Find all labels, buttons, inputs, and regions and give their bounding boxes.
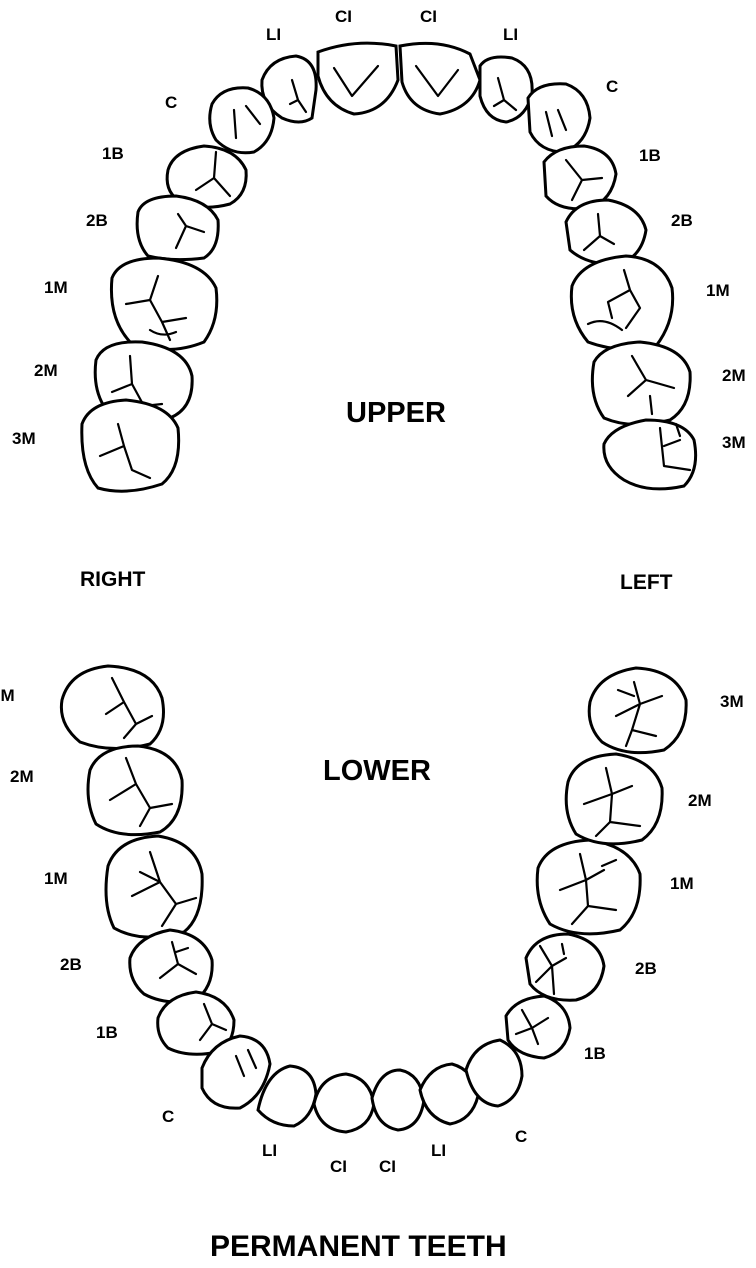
label-upper-right-ci: CI [335, 7, 352, 26]
tooth-lower-right-first-molar [104, 834, 204, 939]
tooth-lower-right-canine [200, 1034, 272, 1110]
right-side-label: RIGHT [80, 568, 146, 591]
tooth-upper-right-second-premolar [135, 194, 220, 262]
tooth-lower-left-third-molar [587, 666, 688, 755]
label-upper-right-c: C [165, 93, 178, 112]
label-lower-left-ci: CI [379, 1157, 396, 1176]
tooth-lower-left-second-premolar [524, 932, 606, 1002]
tooth-upper-right-third-molar [80, 398, 181, 493]
tooth-upper-left-canine [526, 82, 592, 154]
tooth-lower-right-central-incisor [312, 1072, 376, 1134]
label-lower-right-ci: CI [330, 1157, 347, 1176]
label-lower-left-li: LI [431, 1141, 447, 1160]
tooth-upper-left-first-molar [569, 254, 675, 351]
tooth-upper-right-first-molar [109, 256, 219, 352]
label-upper-left-1m: 1M [706, 281, 730, 300]
tooth-upper-left-lateral-incisor [478, 55, 534, 124]
diagram-title: PERMANENT TEETH [210, 1230, 507, 1263]
label-lower-right-1b: 1B [96, 1023, 118, 1042]
label-upper-right-3m: 3M [12, 429, 36, 448]
label-lower-right-c: C [162, 1107, 175, 1126]
tooth-upper-left-first-premolar [542, 144, 618, 211]
tooth-upper-right-canine [208, 86, 276, 155]
lower-arch [59, 664, 688, 1134]
upper-arch [80, 41, 698, 493]
label-lower-left-2m: 2M [688, 791, 712, 810]
lower-arch-label: LOWER [323, 755, 431, 787]
label-upper-left-2m: 2M [722, 366, 746, 385]
tooth-lower-right-third-molar [59, 664, 165, 751]
tooth-upper-left-third-molar [602, 418, 698, 491]
label-upper-left-li: LI [503, 25, 519, 44]
tooth-upper-left-central-incisor [398, 41, 482, 116]
upper-arch-label: UPPER [346, 397, 446, 429]
label-upper-right-2b: 2B [86, 211, 108, 230]
label-upper-right-1m: 1M [44, 278, 68, 297]
label-lower-left-1b: 1B [584, 1044, 606, 1063]
label-lower-left-3m: 3M [720, 692, 744, 711]
label-lower-right-1m: 1M [44, 869, 68, 888]
label-upper-left-3m: 3M [722, 433, 746, 452]
tooth-lower-left-second-molar [564, 752, 664, 846]
label-upper-left-2b: 2B [671, 211, 693, 230]
tooth-upper-right-central-incisor [316, 41, 400, 116]
label-upper-right-1b: 1B [102, 144, 124, 163]
label-lower-right-3m: 3M [0, 686, 15, 705]
left-side-label: LEFT [620, 571, 673, 594]
tooth-lower-right-second-molar [86, 744, 184, 837]
tooth-lower-left-first-molar [535, 838, 642, 936]
label-upper-left-1b: 1B [639, 146, 661, 165]
label-lower-left-2b: 2B [635, 959, 657, 978]
tooth-lower-right-second-premolar [128, 928, 214, 1004]
tooth-lower-left-first-premolar [504, 994, 572, 1060]
label-upper-left-ci: CI [420, 7, 437, 26]
tooth-lower-left-canine [464, 1038, 524, 1108]
tooth-upper-left-second-premolar [564, 198, 648, 266]
label-upper-left-c: C [606, 77, 619, 96]
label-lower-right-2m: 2M [10, 767, 34, 786]
label-lower-right-2b: 2B [60, 955, 82, 974]
label-upper-right-2m: 2M [34, 361, 58, 380]
label-upper-right-li: LI [266, 25, 282, 44]
label-lower-left-1m: 1M [670, 874, 694, 893]
tooth-upper-left-second-molar [590, 340, 692, 427]
tooth-lower-left-central-incisor [370, 1068, 426, 1132]
label-lower-right-li: LI [262, 1141, 278, 1160]
label-lower-left-c: C [515, 1127, 528, 1146]
